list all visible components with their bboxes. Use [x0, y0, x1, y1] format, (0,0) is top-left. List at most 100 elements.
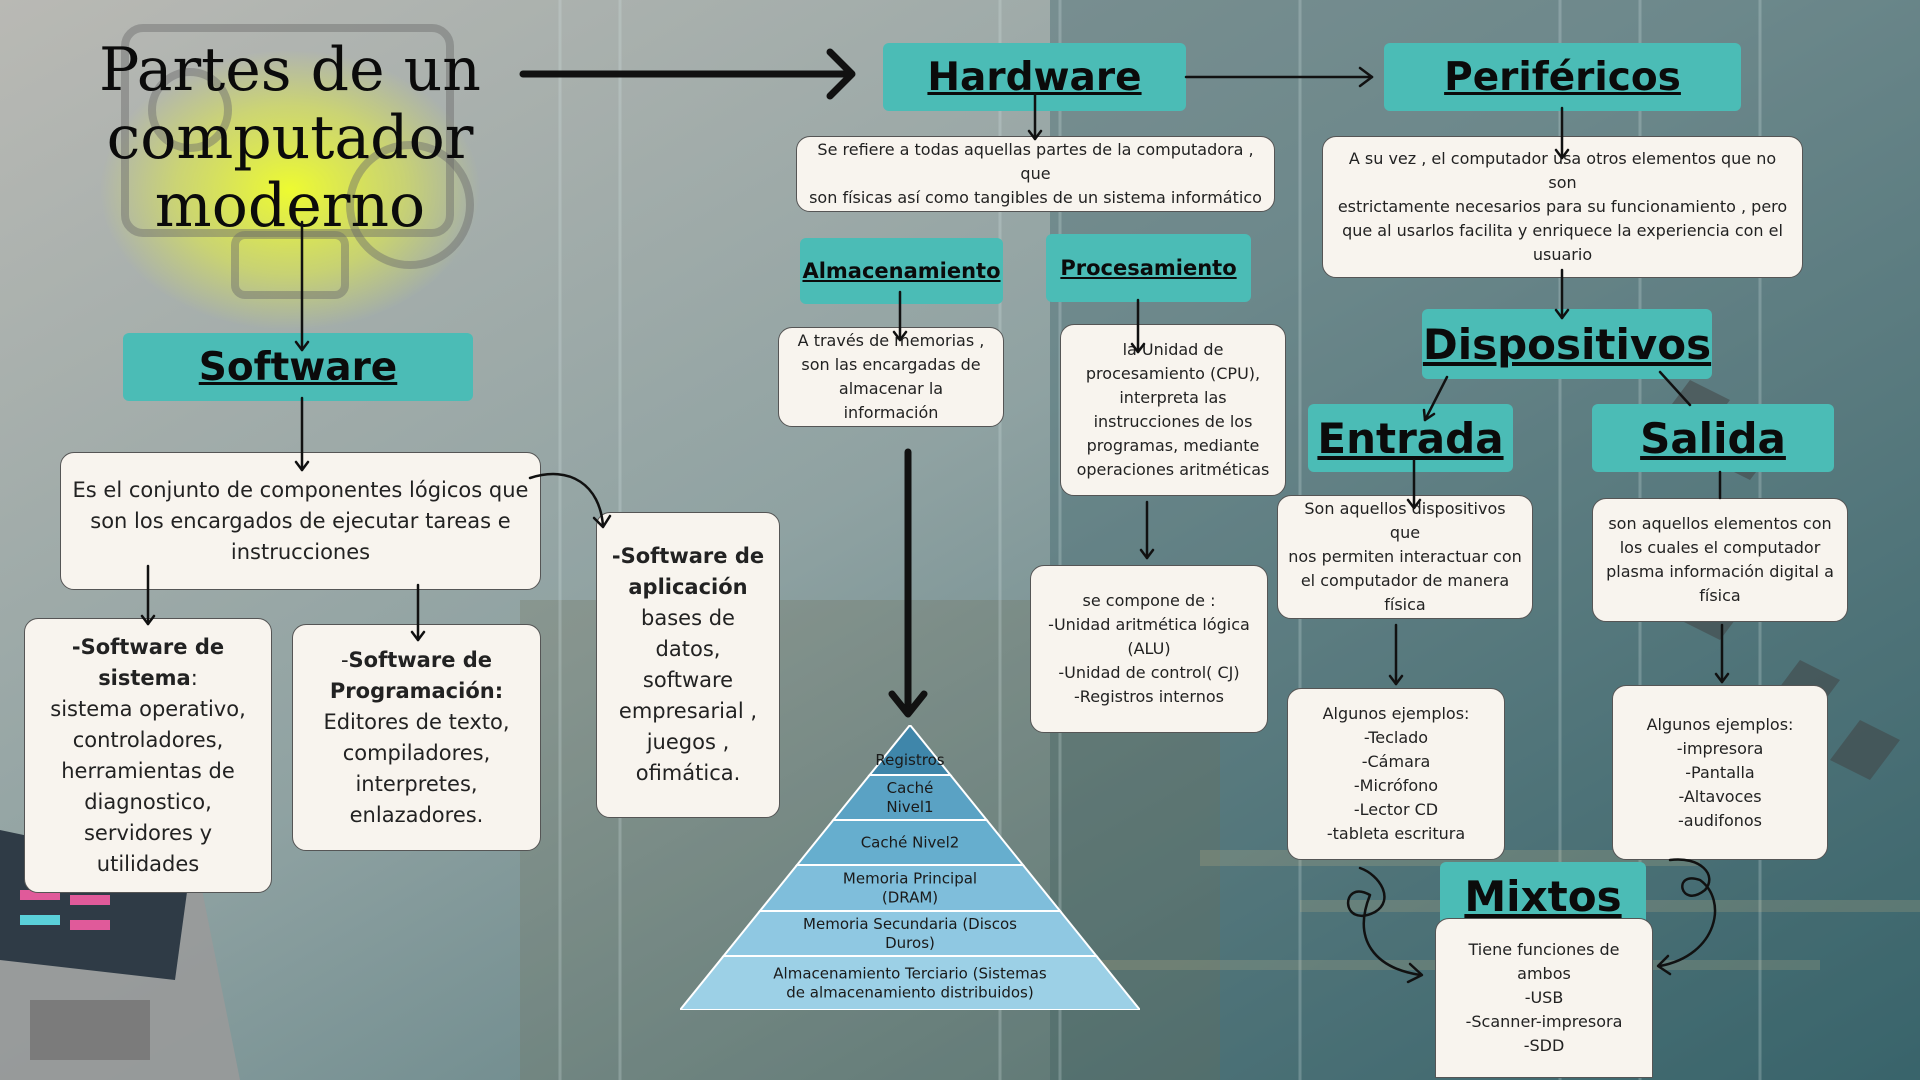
almacenamiento-description: A través de memorias , son las encargada… [778, 327, 1004, 427]
text-line: -audifonos [1677, 810, 1762, 830]
text-line: empresarial , [618, 699, 758, 723]
text-line: -Altavoces [1678, 786, 1762, 806]
text-line: física [1699, 586, 1741, 605]
text-line: sistema operativo, [50, 696, 246, 721]
title-line: computador [106, 103, 474, 173]
text-line: -Unidad aritmética lógica [1048, 615, 1250, 634]
perifericos-label: Periféricos [1444, 54, 1681, 100]
entrada-examples: Algunos ejemplos: -Teclado -Cámara -Micr… [1287, 688, 1505, 860]
text-line: usuario [1532, 245, 1593, 264]
text-line: son las encargadas de [801, 355, 981, 374]
almacenamiento-node: Almacenamiento [800, 238, 1003, 304]
entrada-description: Son aquellos dispositivos que nos permit… [1277, 495, 1533, 619]
hardware-label: Hardware [927, 54, 1142, 100]
dispositivos-label: Dispositivos [1422, 319, 1712, 369]
software-description: Es el conjunto de componentes lógicos qu… [60, 452, 541, 590]
text-line: procesamiento (CPU), [1085, 364, 1261, 383]
text-line: -SDD [1523, 1036, 1565, 1055]
heading-line: aplicación [628, 572, 747, 603]
text-line: Algunos ejemplos: [1322, 704, 1470, 723]
text-line: que al usarlos facilita y enriquece la e… [1342, 221, 1783, 240]
pyramid-level-label: Registros [875, 751, 944, 769]
text-line: juegos , [646, 730, 730, 754]
text-line: Editores de texto, [323, 709, 510, 734]
text-line: ambos [1517, 964, 1571, 983]
text-line: bases de datos, [641, 606, 735, 661]
text-line: la Unidad de [1122, 340, 1224, 359]
text-line: almacenar la información [838, 379, 944, 422]
software-sistema-card: -Software de sistema: sistema operativo,… [24, 618, 272, 893]
text-line: enlazadores. [349, 802, 484, 827]
mixtos-description: Tiene funciones de ambos -USB -Scanner-i… [1435, 918, 1653, 1078]
text-line: nos permiten interactuar con [1288, 547, 1522, 566]
heading-prefix: - [340, 647, 349, 672]
text-line: programas, mediante [1086, 436, 1260, 455]
text-line: -impresora [1676, 738, 1764, 758]
text-line: ofimática. [635, 761, 741, 785]
salida-node: Salida [1592, 404, 1834, 472]
procesamiento-node: Procesamiento [1046, 234, 1251, 302]
text-line: Es el conjunto de componentes lógicos qu… [72, 477, 529, 502]
pyramid-level-label: Caché Nivel2 [861, 834, 960, 852]
text-line: son físicas así como tangibles de un sis… [809, 188, 1262, 207]
heading-suffix: : [190, 665, 198, 690]
text-line: son los encargados de ejecutar tareas e [90, 508, 511, 533]
text-line: Son aquellos dispositivos que [1304, 499, 1506, 542]
salida-description: son aquellos elementos con los cuales el… [1592, 498, 1848, 622]
software-node: Software [123, 333, 473, 401]
text-line: los cuales el computador [1619, 538, 1821, 557]
text-line: -Micrófono [1353, 776, 1439, 795]
hardware-description: Se refiere a todas aquellas partes de la… [796, 136, 1275, 212]
pyramid-level-label: Memoria Principal(DRAM) [843, 870, 977, 907]
text-line: instrucciones [230, 539, 371, 564]
salida-examples: Algunos ejemplos: -impresora -Pantalla -… [1612, 685, 1828, 860]
heading-line: sistema: [98, 663, 198, 694]
almacenamiento-label: Almacenamiento [802, 259, 1001, 283]
text-line: (ALU) [1127, 639, 1171, 658]
text-line: -USB [1524, 988, 1564, 1007]
software-label: Software [198, 344, 398, 390]
text-line: interpreta las [1119, 388, 1227, 407]
text-line: -Registros internos [1074, 687, 1224, 706]
text-line: física [1384, 595, 1426, 614]
hardware-node: Hardware [883, 43, 1186, 111]
text-line: -Unidad de control( CJ) [1058, 663, 1240, 682]
text-line: controladores, [72, 727, 224, 752]
text-line: Se refiere a todas aquellas partes de la… [817, 140, 1254, 183]
heading-line: -Software de [612, 541, 764, 572]
dispositivos-node: Dispositivos [1422, 309, 1712, 379]
text-line: interpretes, [355, 771, 478, 796]
page-title: Partes de un computador moderno [95, 36, 485, 240]
text-line: Algunos ejemplos: [1646, 714, 1794, 734]
heading-text: -Software de [71, 634, 225, 659]
text-line: -Lector CD [1353, 800, 1439, 819]
perifericos-node: Periféricos [1384, 43, 1741, 111]
heading-text: aplicación [628, 575, 748, 599]
text-line: -Cámara [1361, 752, 1431, 771]
salida-label: Salida [1640, 413, 1786, 463]
pyramid-level [680, 955, 1140, 1010]
text-line: el computador de manera [1300, 571, 1510, 590]
text-line: herramientas de [61, 758, 235, 783]
text-line: -Scanner-impresora [1465, 1012, 1623, 1031]
text-line: -Teclado [1363, 728, 1429, 747]
text-line: compiladores, [342, 740, 491, 765]
heading-line: -Software de [341, 645, 492, 676]
mixtos-label: Mixtos [1464, 871, 1622, 921]
text-line: plasma información digital a [1606, 562, 1834, 581]
procesamiento-components: se compone de : -Unidad aritmética lógic… [1030, 565, 1268, 733]
entrada-label: Entrada [1317, 413, 1504, 463]
heading-text: Programación: [329, 678, 504, 703]
text-line: diagnostico, [84, 789, 212, 814]
text-line: -Pantalla [1685, 762, 1755, 782]
text-line: Tiene funciones de [1468, 940, 1620, 959]
text-line: servidores y utilidades [83, 820, 213, 876]
entrada-node: Entrada [1308, 404, 1513, 472]
text-line: estrictamente necesarios para su funcion… [1337, 197, 1788, 216]
heading-text: sistema [98, 665, 191, 690]
text-line: software [642, 668, 734, 692]
